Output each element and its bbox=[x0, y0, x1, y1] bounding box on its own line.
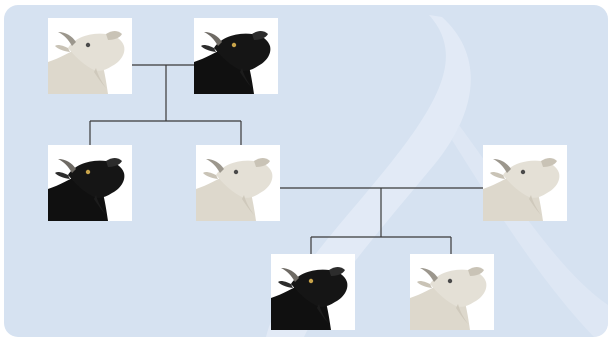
white-goat-image bbox=[196, 145, 280, 221]
black-goat-image bbox=[48, 145, 132, 221]
black-goat-image bbox=[271, 254, 355, 330]
white-goat-node bbox=[483, 145, 567, 221]
white-goat-node bbox=[48, 18, 132, 94]
black-goat-image bbox=[194, 18, 278, 94]
black-goat-node bbox=[271, 254, 355, 330]
black-goat-node bbox=[194, 18, 278, 94]
white-goat-image bbox=[483, 145, 567, 221]
white-goat-image bbox=[48, 18, 132, 94]
black-goat-node bbox=[48, 145, 132, 221]
white-goat-node bbox=[196, 145, 280, 221]
white-goat-image bbox=[410, 254, 494, 330]
white-goat-node bbox=[410, 254, 494, 330]
